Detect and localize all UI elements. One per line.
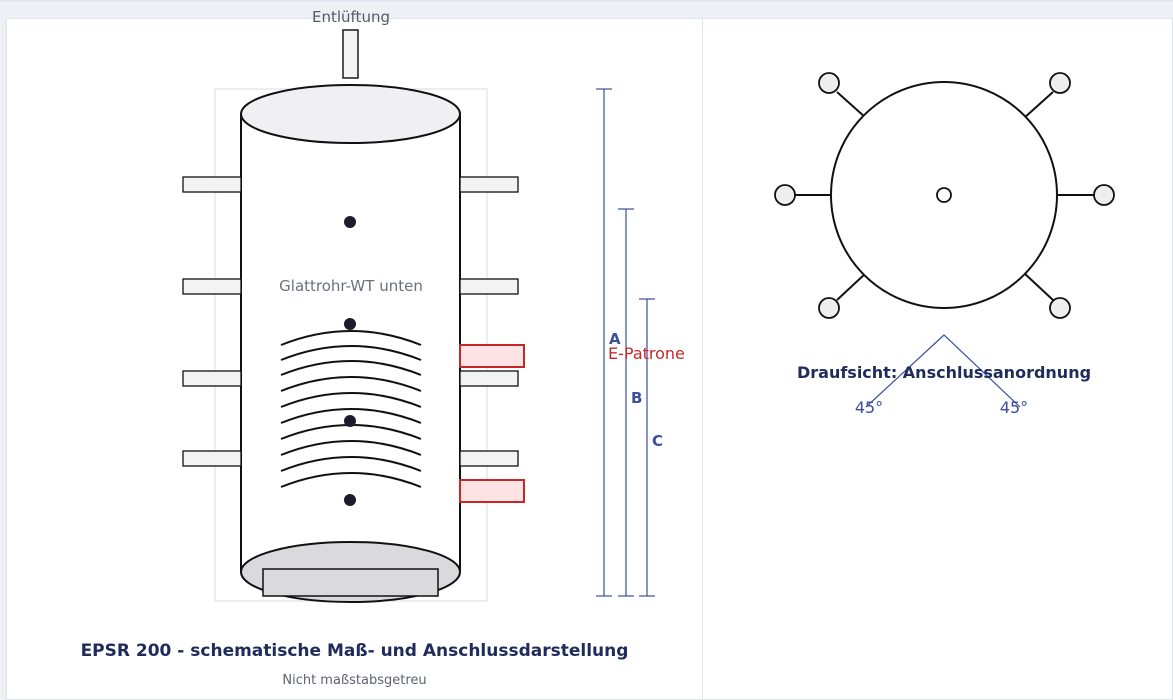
coil-arc [280,440,422,456]
port-bottom-left [818,297,840,319]
center-connection [936,187,952,203]
coil-arc [280,408,422,424]
top-view: Draufsicht: Anschlussanordnung 45° 45° [774,72,1115,417]
coil-label: Glattrohr-WT unten [279,277,423,295]
sensor-points [344,216,356,506]
connection-left-2 [182,278,242,295]
heater-label: E-Patrone [608,344,685,363]
coil-arc [280,376,422,392]
connection-right-4 [459,450,519,467]
top-view-ports [774,72,1115,319]
port-left [774,184,796,206]
top-border [0,0,1173,2]
port-bottom-right [1049,297,1071,319]
angle-label-right: 45° [1000,398,1028,417]
connection-left-3 [182,370,242,387]
port-top-left [818,72,840,94]
connection-left-4 [182,450,242,467]
angle-label-left: 45° [855,398,883,417]
heater-insert-lower [459,479,525,503]
heater-insert-upper [459,344,525,368]
diagram-subtitle: Nicht maßstabsgetreu [282,673,427,688]
connection-right-2 [459,278,519,295]
port-top-right [1049,72,1071,94]
connection-right-1 [459,176,519,193]
diagram-title: EPSR 200 - schematische Maß- und Anschlu… [80,641,629,661]
connection-right-3 [459,370,519,387]
connection-left-1 [182,176,242,193]
sensor-dot-1 [344,216,356,228]
sensor-dot-2 [344,318,356,330]
sensor-dot-3 [344,415,356,427]
right-connections [459,176,519,467]
top-view-stubs [795,91,1094,301]
bottom-flange [262,568,439,597]
tank-top [240,84,461,144]
coil-arc [280,330,422,346]
left-connections [182,176,242,467]
dimension-label-a: A [609,330,621,348]
top-view-title: Draufsicht: Anschlussanordnung [797,363,1091,382]
dimension-label-c: C [652,432,663,450]
coil-arc [280,456,422,472]
coil-arc [280,345,422,361]
coil-arc [280,392,422,408]
coil-arc [280,360,422,376]
vent-pipe [342,29,359,79]
vent-label: Entlüftung [312,8,390,26]
port-right [1093,184,1115,206]
dimension-lines [596,88,655,597]
tank [240,84,461,603]
dimension-label-b: B [631,389,642,407]
coil-arc [280,472,422,488]
sensor-dot-4 [344,494,356,506]
angle-indicator [865,334,1021,408]
